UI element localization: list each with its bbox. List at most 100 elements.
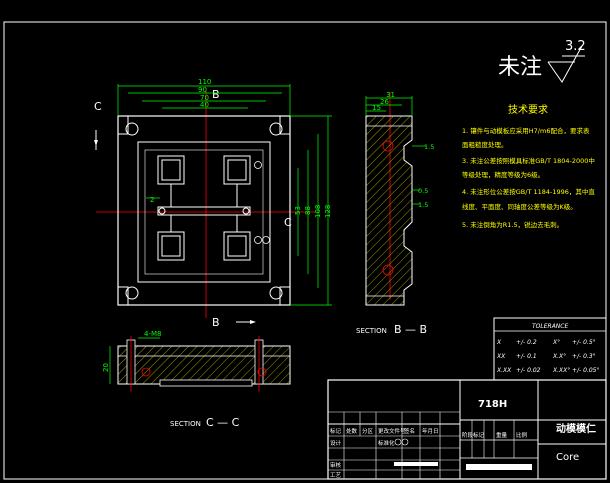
section-mark-b: B (212, 88, 220, 101)
tb-material: 718H (478, 399, 507, 410)
section-bb-word: SECTION (356, 327, 387, 335)
plan-view: C C B B 110 90 70 40 53 88 (94, 78, 332, 329)
plan-inner-step (144, 149, 264, 275)
section-mark-b: B (212, 316, 220, 329)
section-cc-runner (159, 379, 253, 387)
side-hole (262, 236, 270, 244)
section-bb-view: 31 26 15 1.5 0.5 1.5 SECTION B — B (356, 91, 434, 336)
tol-cell: +/- 0.1 (516, 353, 537, 360)
section-bb-hole (382, 264, 394, 276)
tech-req-line: 线度、平面度、同轴度公差等级为K级。 (462, 202, 577, 211)
tech-req-line: 1. 镶件与动模板应采用H7/m6配合，要求表 (462, 126, 590, 135)
tech-req-title: 技术要求 (508, 103, 548, 116)
surface-mark-value: 3.2 (565, 39, 586, 54)
section-bb-hole (382, 140, 394, 152)
tol-cell: +/- 0.3° (572, 353, 596, 360)
tb-cell: 分区 (362, 427, 374, 435)
section-mark-c: C (94, 100, 102, 113)
tech-req-line: 4. 未注形位公差按GB/T 1184-1996，其中直 (462, 187, 595, 196)
section-cc-label: C — C (206, 416, 240, 429)
tb-mid-header: 比例 (516, 431, 528, 439)
tech-req-line: 等级处理，精度等级为6级。 (462, 170, 544, 179)
cavity-inner (161, 159, 181, 181)
technical-requirements: 技术要求 1. 镶件与动模板应采用H7/m6配合，要求表 面粗糙度处理。 3. … (462, 103, 595, 229)
corner-hole (125, 122, 139, 136)
section-mark-c: C (284, 216, 292, 229)
corner-hole (125, 286, 139, 300)
corner-hole (269, 286, 283, 300)
dim-top-text: 40 (200, 101, 209, 109)
tb-cell: 年月日 (422, 427, 439, 435)
tol-cell: +/- 0.02 (516, 367, 541, 374)
title-block-frame (327, 379, 607, 480)
section-cc-word: SECTION (170, 420, 201, 428)
surface-roughness-mark: 未注 3.2 (498, 39, 586, 83)
tb-cell: 签名 (404, 427, 415, 435)
tech-req-line: 5. 未注倒角为R1.5，锐边去毛刺。 (462, 220, 563, 229)
tb-cell: 更改文件号 (378, 427, 406, 435)
dim-small-text: 2 (150, 196, 154, 204)
tech-req-line: 3. 未注公差按照模具标准GB/T 1804-2000中 (462, 156, 595, 165)
tol-cell: X.XX° (552, 367, 570, 374)
dim-height-text: 20 (102, 363, 110, 372)
side-hole (254, 236, 262, 244)
tol-cell: X° (552, 339, 560, 346)
tb-part-name-en: Core (556, 452, 579, 463)
section-bb-label: B — B (394, 323, 427, 336)
corner-hole (269, 122, 283, 136)
drawing-frame (3, 21, 607, 480)
dim-right-text: 108 (314, 205, 322, 218)
tol-cell: X.XX (496, 367, 512, 374)
tol-cell: +/- 0.5° (572, 339, 596, 346)
tb-cell: 审核 (330, 461, 342, 469)
tol-cell: X (496, 339, 502, 346)
dim-thread-text: 4-M8 (144, 330, 161, 338)
tb-cell: 标记 (330, 427, 342, 435)
roughness-symbol (547, 45, 583, 83)
tolerance-title: TOLERANCE (532, 323, 568, 330)
tb-cell: 标准化 (378, 439, 395, 447)
tol-cell: XX (496, 353, 506, 360)
plan-inner-pocket (137, 141, 271, 283)
tb-cell: 处数 (346, 427, 358, 435)
cavity-inner (227, 235, 247, 257)
tb-symbol (394, 438, 402, 446)
dim-right-text: 53 (294, 206, 302, 215)
section-arrow-icon (94, 140, 98, 146)
plan-corner (279, 286, 290, 305)
tb-cell: 设计 (330, 439, 342, 447)
tb-cell: 工艺 (330, 472, 342, 479)
tb-mid-header: 阶段标记 (462, 431, 485, 439)
tb-bar (466, 464, 532, 470)
cavity-inner (227, 159, 247, 181)
tb-symbol (401, 438, 409, 446)
section-cc-hole (141, 367, 151, 377)
section-arrow-icon (250, 320, 256, 324)
section-cc-body (117, 345, 291, 385)
tol-cell: X.X° (552, 353, 566, 360)
tb-bar (394, 462, 438, 466)
tol-cell: +/- 0.05° (572, 367, 599, 374)
plan-outer-outline (117, 115, 291, 306)
section-bb-body (365, 115, 413, 306)
side-mark-text: 1.5 (424, 143, 434, 151)
tol-cell: +/- 0.2 (516, 339, 537, 346)
dim-right-text: 128 (324, 205, 332, 218)
side-mark-text: 1.5 (418, 201, 428, 209)
surface-mark-label: 未注 (498, 55, 542, 80)
section-cc-view: 4-M8 20 SECTION C — C (102, 330, 291, 429)
tolerance-table: TOLERANCE X +/- 0.2 X° +/- 0.5° XX +/- 0… (493, 317, 607, 381)
dim-top-text: 90 (198, 86, 207, 94)
title-block: 标记 处数 分区 更改文件号 签名 年月日 设计 标准化 审核 工艺 718H … (327, 379, 607, 480)
dim-side-text: 15 (372, 104, 381, 112)
tb-mid-header: 重量 (496, 431, 508, 439)
runner (157, 206, 251, 216)
dim-top-text: 70 (200, 94, 209, 102)
side-hole (254, 161, 262, 169)
plan-corner (118, 286, 129, 305)
side-mark-text: 0.5 (418, 187, 428, 195)
dim-top-text: 110 (198, 78, 211, 86)
dim-side-text: 26 (380, 98, 389, 106)
runner-end (242, 207, 250, 215)
